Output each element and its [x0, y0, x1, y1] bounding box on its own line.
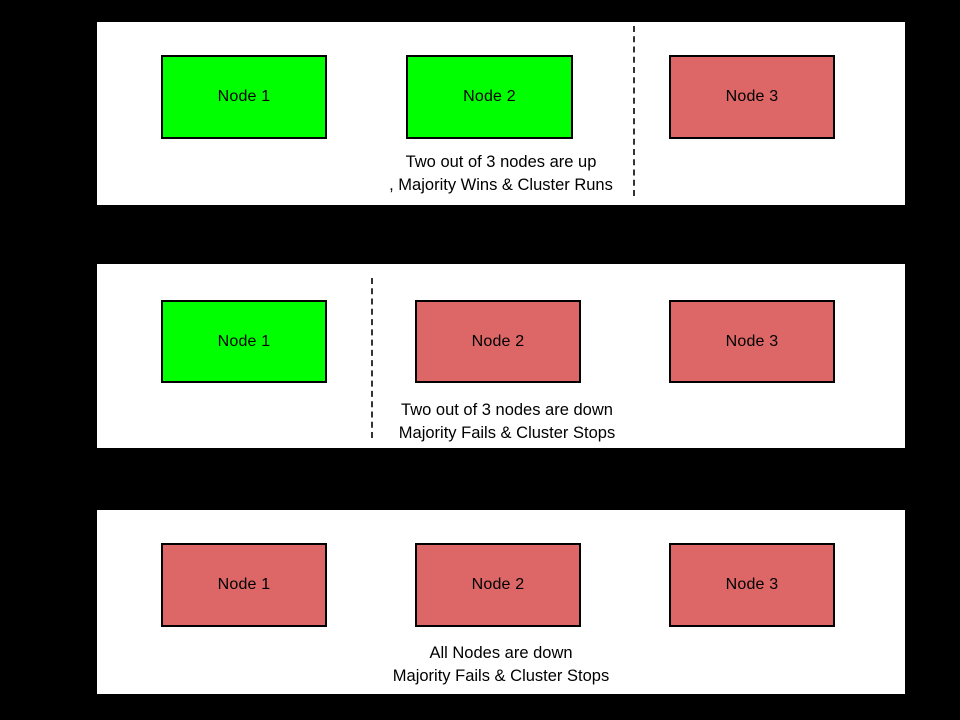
quorum-divider-panel2 [371, 278, 373, 438]
panel2-caption: Two out of 3 nodes are down Majority Fai… [103, 399, 911, 445]
node-label: Node 1 [217, 88, 271, 105]
node-box-panel1-node3: Node 3 [669, 55, 835, 139]
node-box-panel1-node2: Node 2 [406, 55, 573, 139]
panel-majority-fails-two-down: Node 1 Node 2 Node 3 Two out of 3 nodes … [97, 264, 905, 448]
node-box-panel3-node3: Node 3 [669, 543, 835, 627]
panel1-caption-line2: , Majority Wins & Cluster Runs [389, 176, 613, 194]
node-box-panel1-node1: Node 1 [161, 55, 327, 139]
node-box-panel2-node3: Node 3 [669, 300, 835, 383]
panel2-caption-line1: Two out of 3 nodes are down [401, 401, 613, 419]
node-label: Node 3 [725, 88, 779, 105]
node-label: Node 1 [217, 576, 271, 593]
panel3-caption-line1: All Nodes are down [429, 644, 573, 662]
node-label: Node 3 [725, 576, 779, 593]
node-box-panel3-node2: Node 2 [415, 543, 581, 627]
node-label: Node 2 [471, 576, 525, 593]
node-box-panel2-node2: Node 2 [415, 300, 581, 383]
node-label: Node 3 [725, 332, 779, 350]
node-label: Node 2 [471, 332, 525, 350]
node-box-panel3-node1: Node 1 [161, 543, 327, 627]
panel1-caption: Two out of 3 nodes are up , Majority Win… [97, 151, 905, 197]
panel-majority-wins: Node 1 Node 2 Node 3 Two out of 3 nodes … [97, 22, 905, 205]
panel1-caption-line1: Two out of 3 nodes are up [405, 153, 597, 171]
panel-all-nodes-down: Node 1 Node 2 Node 3 All Nodes are down … [97, 510, 905, 694]
node-box-panel2-node1: Node 1 [161, 300, 327, 383]
node-label: Node 1 [217, 332, 271, 350]
node-label: Node 2 [463, 88, 516, 105]
panel3-caption-line2: Majority Fails & Cluster Stops [392, 667, 610, 685]
quorum-divider-panel1 [633, 26, 635, 196]
panel3-caption: All Nodes are down Majority Fails & Clus… [97, 642, 905, 688]
panel2-caption-line2: Majority Fails & Cluster Stops [398, 424, 616, 442]
